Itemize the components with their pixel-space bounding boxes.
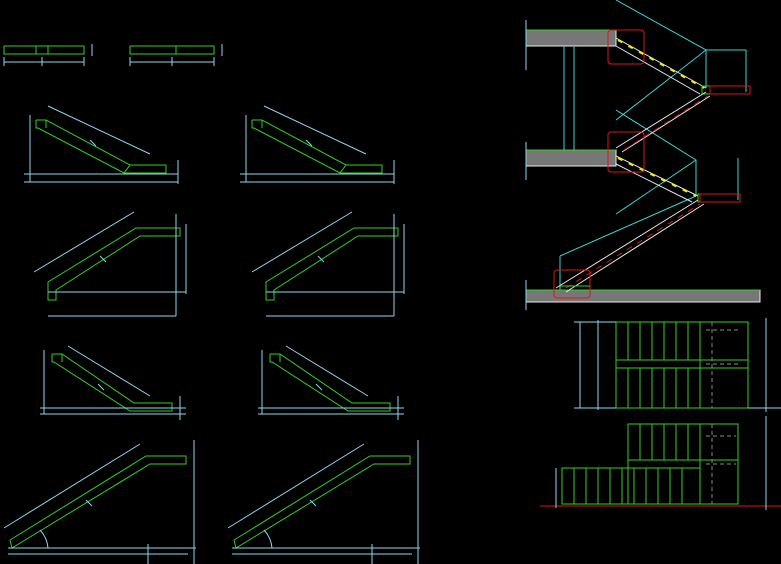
stair-plan <box>540 318 781 510</box>
flight-up-b-2 <box>251 211 405 317</box>
stair-section <box>525 0 761 310</box>
flight-down-c-1 <box>40 345 186 420</box>
straight-segment-1 <box>3 44 93 66</box>
flight-up-b-1 <box>33 211 187 317</box>
flight-up-d-1 <box>3 440 196 564</box>
flight-down-a-2 <box>240 105 395 184</box>
flight-down-c-2 <box>258 345 404 420</box>
flight-down-a-1 <box>24 105 179 184</box>
plan-upper-treads <box>627 322 689 408</box>
straight-segment-2 <box>129 44 223 66</box>
plan-lower-treads <box>573 424 689 504</box>
flight-up-d-2 <box>227 440 420 564</box>
